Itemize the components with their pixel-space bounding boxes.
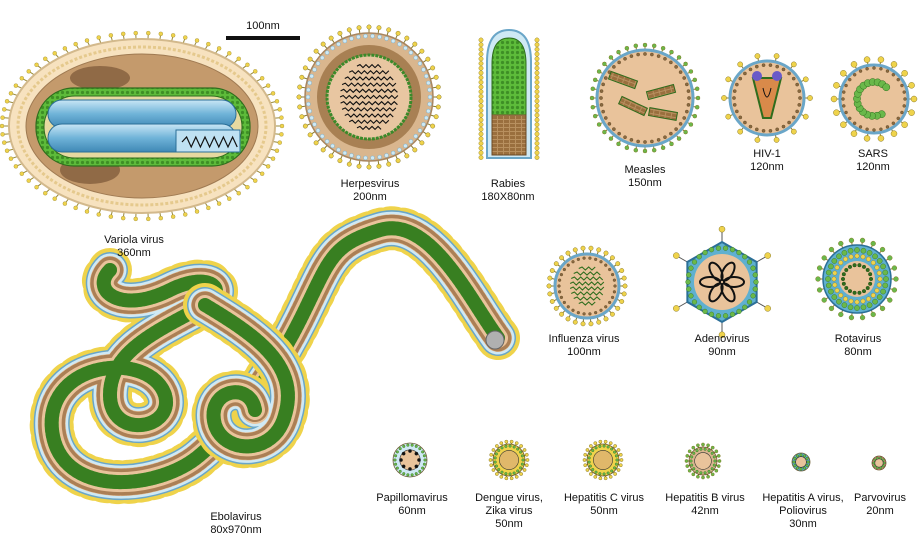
variola-virus-illustration (0, 30, 285, 222)
scale-bar-line (226, 36, 300, 40)
papillomavirus-illustration (392, 442, 428, 478)
rabies-virus-illustration (478, 28, 540, 160)
herpesvirus-illustration (296, 24, 442, 170)
rotavirus-illustration (815, 237, 899, 321)
ebolavirus-illustration (29, 206, 520, 505)
hepatitis-a-virus-illustration (791, 452, 811, 472)
hepatitis-b-virus-illustration (684, 442, 722, 480)
influenza-virus-illustration (546, 245, 628, 327)
scale-bar-label: 100nm (246, 20, 280, 32)
hiv-virus-illustration (721, 53, 813, 143)
ebolavirus-segment-1 (183, 283, 310, 469)
adenovirus-illustration (673, 225, 771, 339)
sars-virus-illustration (830, 56, 918, 142)
parvovirus-illustration (871, 455, 887, 471)
hepatitis-c-virus-illustration (582, 439, 624, 481)
dengue-virus-illustration (488, 439, 530, 481)
measles-virus-illustration (589, 42, 701, 154)
